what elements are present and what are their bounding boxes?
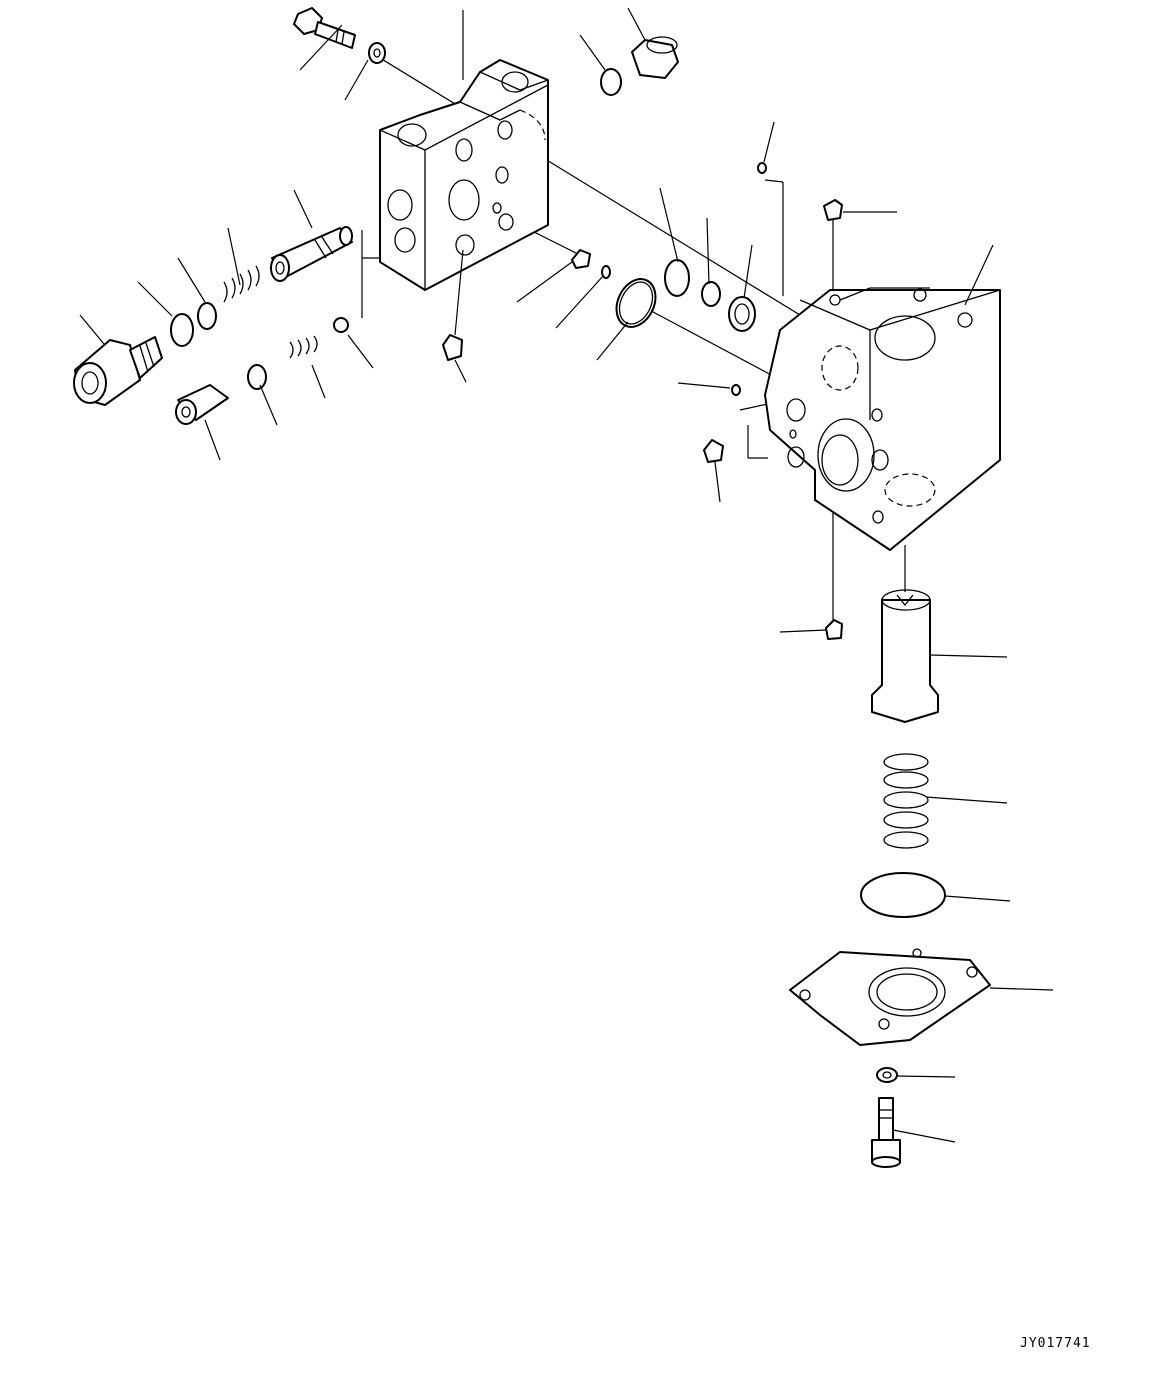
small-o-ring-upper-right: [757, 162, 767, 174]
cap-screw-lower: [871, 1097, 901, 1168]
upper-valve-block: [379, 59, 549, 291]
o-ring-right-2: [701, 281, 721, 307]
small-o-ring-left-of-body: [731, 384, 741, 396]
small-plug-middle: [571, 249, 591, 269]
drawing-code: JY017741: [1020, 1336, 1091, 1351]
large-o-ring-middle: [615, 278, 657, 328]
spring-lower: [289, 335, 318, 359]
washer-top: [368, 42, 386, 64]
plug-left-of-body: [703, 439, 724, 463]
seal-right: [728, 296, 756, 332]
o-ring-right-1: [664, 259, 690, 297]
o-ring-left-2: [170, 313, 194, 347]
plug-lower-body: [825, 619, 843, 640]
plug-top: [631, 36, 679, 79]
spring-upper: [223, 265, 260, 303]
o-ring-left-1: [197, 302, 217, 330]
ball: [333, 317, 349, 333]
plug-upper-right: [823, 199, 843, 221]
washer-lower: [876, 1067, 898, 1083]
main-body: [764, 287, 1001, 551]
o-ring-lower: [860, 872, 946, 918]
o-ring-top: [600, 68, 622, 96]
plug-lower-left: [442, 334, 463, 361]
alignment-lines: [361, 57, 906, 620]
o-ring-left-3: [247, 364, 267, 390]
spring-stack: [883, 753, 929, 849]
poppet: [175, 384, 229, 425]
relief-valve: [73, 336, 163, 406]
sleeve: [871, 589, 939, 723]
spool: [270, 226, 353, 282]
flange-cover: [789, 948, 991, 1046]
leader-lines: [79, 7, 1054, 1143]
cap-screw-top: [293, 7, 356, 49]
